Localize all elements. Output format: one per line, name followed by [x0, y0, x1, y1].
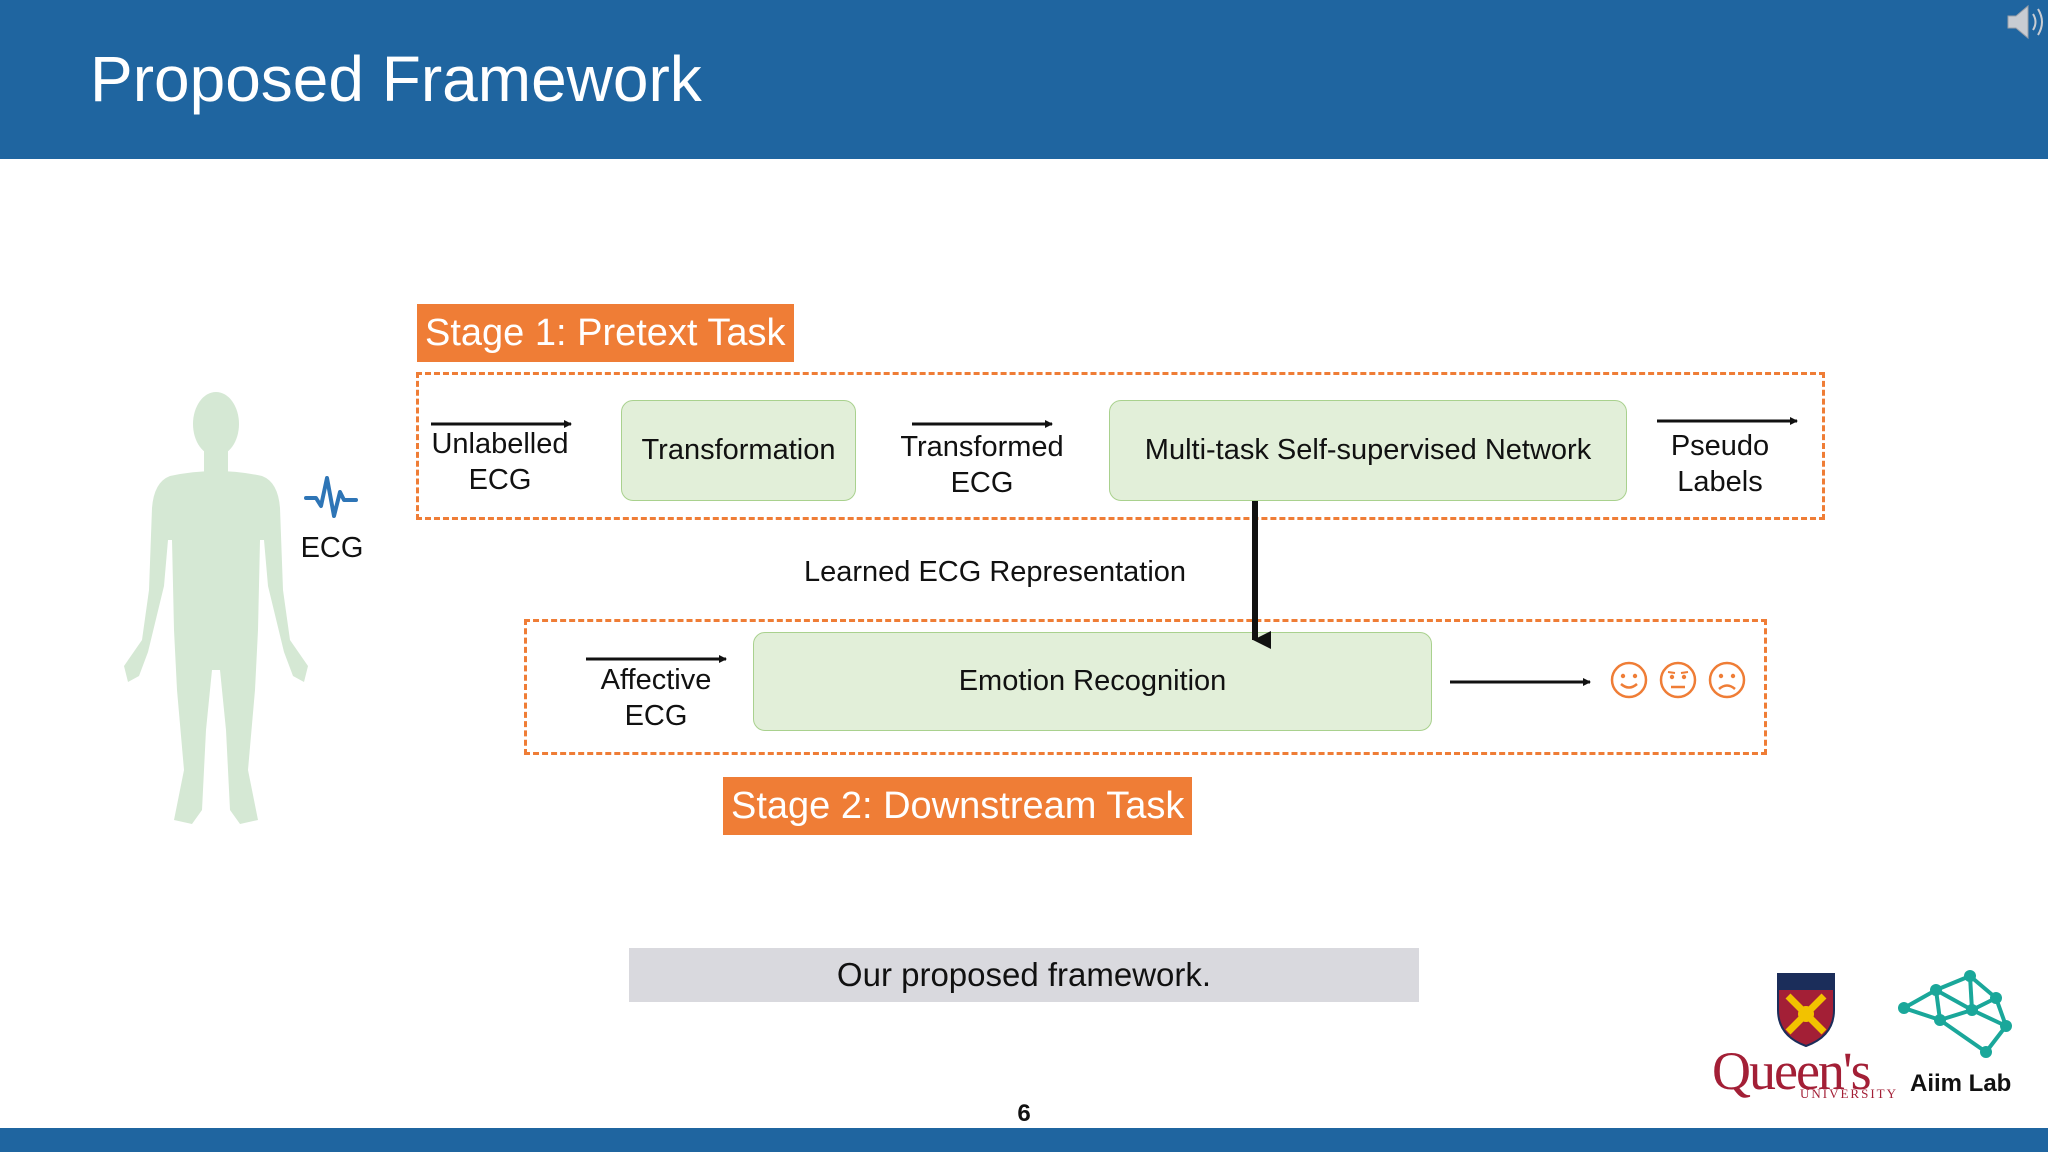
ecg-label: ECG: [300, 532, 364, 564]
queens-crest-logo: [1774, 970, 1838, 1048]
queens-wordmark: Queen's: [1712, 1041, 1872, 1101]
human-body-silhouette: [118, 390, 314, 828]
frowning-face-icon: [1706, 659, 1748, 701]
aiim-lab-label: Aiim Lab: [1910, 1070, 2012, 1097]
multitask-network-box: Multi-task Self-supervised Network: [1109, 400, 1627, 501]
header-bar: [0, 0, 2048, 159]
stage2-container: [524, 619, 1767, 755]
speaker-icon[interactable]: [2000, 0, 2048, 44]
queens-university-text: UNIVERSITY: [1800, 1086, 1898, 1101]
stage1-container: [416, 372, 1825, 520]
smiling-face-icon: [1608, 659, 1650, 701]
transformation-box: Transformation: [621, 400, 856, 501]
page-number: 6: [1017, 1100, 1031, 1127]
footer-bar: [0, 1128, 2048, 1152]
slide-title: Proposed Framework: [90, 43, 702, 115]
learned-representation-label: Learned ECG Representation: [803, 556, 1187, 588]
figure-caption: Our proposed framework.: [629, 948, 1419, 1002]
aiim-lab-network-logo: [1896, 968, 2016, 1072]
neutral-face-icon: [1657, 659, 1699, 701]
stage2-label: Stage 2: Downstream Task: [723, 777, 1193, 835]
stage1-label: Stage 1: Pretext Task: [417, 304, 794, 362]
ecg-wave-icon: [304, 472, 360, 522]
emotion-recognition-box: Emotion Recognition: [753, 632, 1432, 731]
